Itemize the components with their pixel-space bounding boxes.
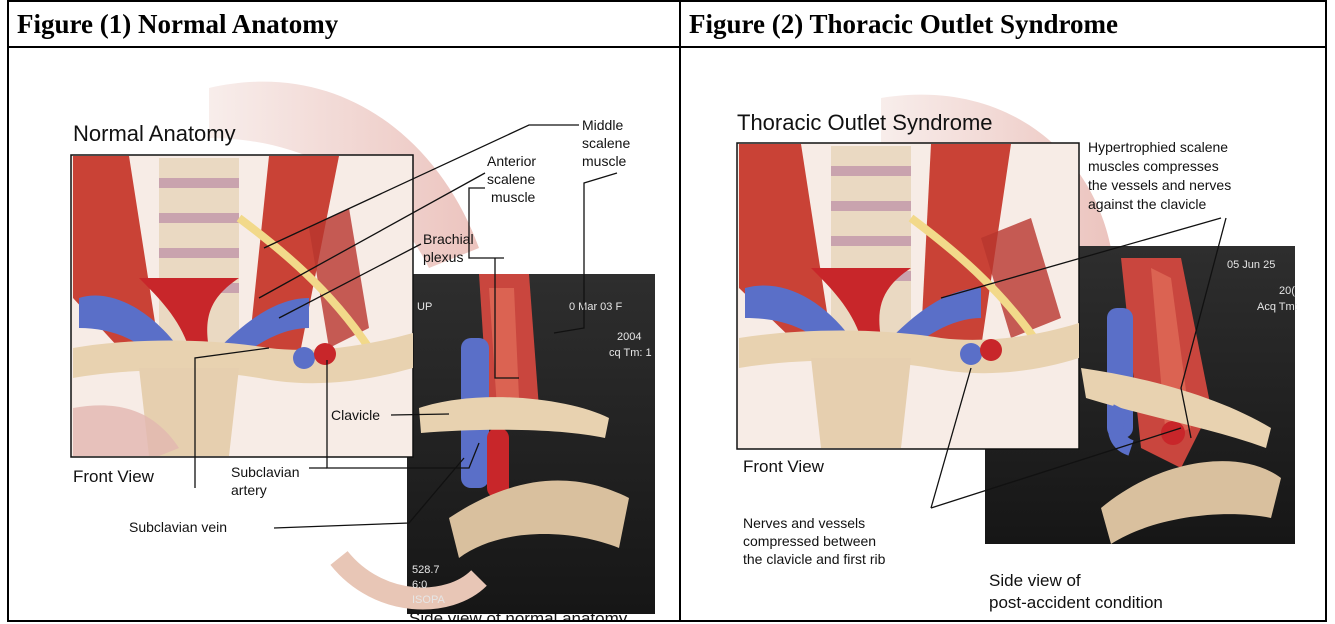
svg-text:compressed between: compressed between [743, 533, 876, 549]
label-anterior-scalene: Anterior scalene muscle [487, 153, 536, 205]
figure1-title: Normal Anatomy [73, 121, 236, 146]
scan-overlay-4: cq Tm: 1 [609, 347, 652, 359]
scan-overlay-1: UP [417, 301, 432, 313]
label-clavicle: Clavicle [331, 407, 380, 423]
label-hypertrophied-scalene: Hypertrophied scalene muscles compresses… [1088, 139, 1231, 212]
svg-text:Nerves and vessels: Nerves and vessels [743, 515, 865, 531]
normal-anatomy-illustration: Normal Anatomy Front View Side view of n… [9, 48, 677, 620]
svg-text:post-accident condition: post-accident condition [989, 593, 1163, 612]
svg-text:Middle: Middle [582, 117, 623, 133]
scan-overlay-5: 528.7 [412, 564, 440, 576]
svg-text:muscles compresses: muscles compresses [1088, 158, 1219, 174]
svg-text:plexus: plexus [423, 249, 463, 265]
svg-text:Subclavian: Subclavian [231, 464, 300, 480]
label-nerves-vessels-compressed: Nerves and vessels compressed between th… [743, 515, 886, 567]
svg-text:scalene: scalene [487, 171, 535, 187]
scan-overlay-3: Acq Tm: [1257, 301, 1298, 313]
svg-text:muscle: muscle [582, 153, 627, 169]
scan-overlay-6: 6:0 [412, 579, 427, 591]
label-subclavian-artery: Subclavian artery [231, 464, 300, 498]
svg-text:against the clavicle: against the clavicle [1088, 196, 1207, 212]
scan-overlay-2: 0 Mar 03 F [569, 301, 622, 313]
figure-table: Figure (1) Normal Anatomy [7, 0, 1327, 622]
figure1-side-caption: Side view of normal anatomy [409, 609, 628, 620]
svg-text:artery: artery [231, 482, 267, 498]
figure1-panel: Normal Anatomy Front View Side view of n… [9, 48, 679, 620]
scan-overlay-1: 05 Jun 25 [1227, 259, 1275, 271]
svg-text:Anterior: Anterior [487, 153, 536, 169]
figure2-panel: Thoracic Outlet Syndrome Front View Side… [681, 48, 1325, 620]
figure2-column: Figure (2) Thoracic Outlet Syndrome [681, 2, 1325, 620]
svg-text:the clavicle and first rib: the clavicle and first rib [743, 551, 886, 567]
figure1-header: Figure (1) Normal Anatomy [9, 2, 679, 48]
label-middle-scalene: Middle scalene muscle [582, 117, 630, 169]
figure1-column: Figure (1) Normal Anatomy [9, 2, 681, 620]
svg-text:Hypertrophied scalene: Hypertrophied scalene [1088, 139, 1228, 155]
figure2-title: Thoracic Outlet Syndrome [737, 110, 993, 135]
svg-text:the vessels and nerves: the vessels and nerves [1088, 177, 1231, 193]
figure2-side-caption: Side view of post-accident condition [989, 571, 1163, 612]
svg-text:scalene: scalene [582, 135, 630, 151]
figure2-header: Figure (2) Thoracic Outlet Syndrome [681, 2, 1325, 48]
figure2-front-view-label: Front View [743, 457, 825, 476]
svg-text:Brachial: Brachial [423, 231, 474, 247]
svg-text:Side view of: Side view of [989, 571, 1081, 590]
label-subclavian-vein: Subclavian vein [129, 519, 227, 535]
scan-overlay-3: 2004 [617, 331, 641, 343]
figure1-front-view-label: Front View [73, 467, 155, 486]
scan-overlay-2: 20( [1279, 285, 1295, 297]
thoracic-outlet-illustration: Thoracic Outlet Syndrome Front View Side… [681, 48, 1325, 620]
svg-text:muscle: muscle [491, 189, 536, 205]
scan-overlay-7: ISOPA [412, 594, 445, 606]
